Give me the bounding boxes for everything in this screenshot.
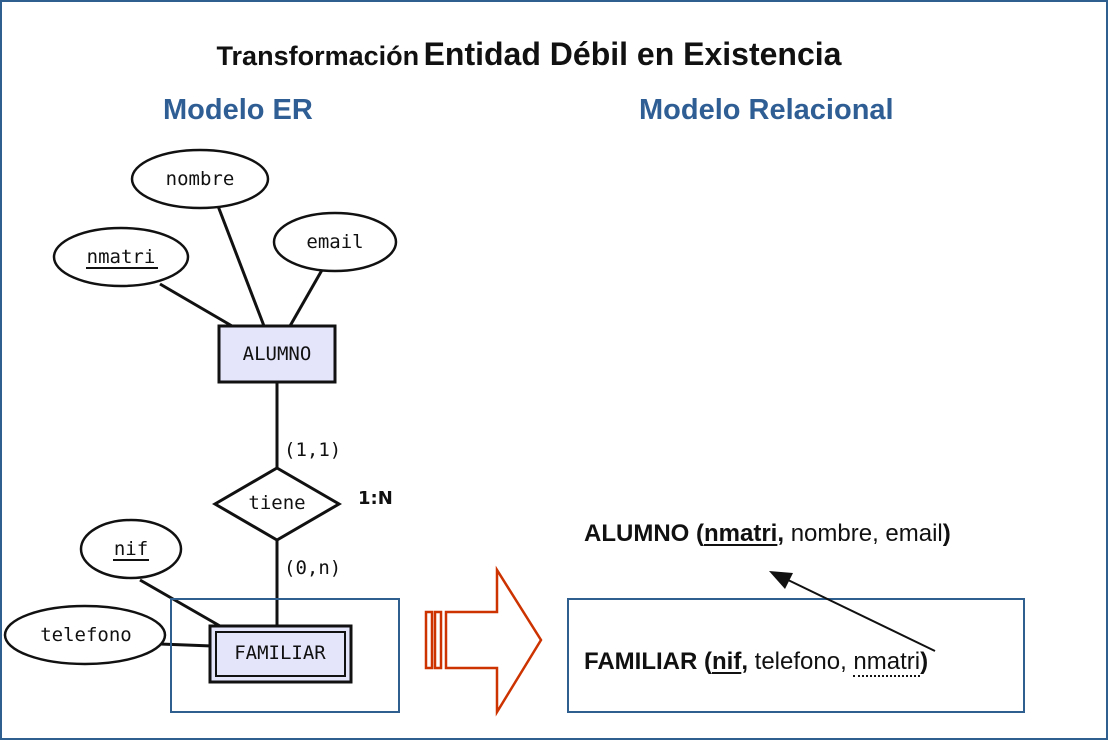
relation-alumno-pk: nmatri xyxy=(704,520,778,547)
title-part2: Entidad Débil en Existencia xyxy=(423,36,842,72)
line-telefono-familiar xyxy=(159,642,213,648)
entity-familiar xyxy=(208,624,353,684)
attr-nombre-label: nombre xyxy=(166,168,235,190)
attr-nif xyxy=(79,518,183,580)
attr-email-label: email xyxy=(306,231,363,253)
relation-familiar-close: ) xyxy=(920,648,929,675)
relationship-tiene xyxy=(212,466,342,542)
relation-familiar: FAMILIAR (nif, telefono, nmatri) xyxy=(584,648,929,677)
cardinality-top: (1,1) xyxy=(284,439,341,461)
attr-telefono xyxy=(3,604,167,666)
line-nmatri-alumno xyxy=(159,282,233,328)
relation-familiar-open: ( xyxy=(704,648,712,675)
cardinality-bottom: (0,n) xyxy=(284,557,341,579)
page-title: Transformación Entidad Débil en Existenc… xyxy=(0,36,1058,73)
fk-reference-line xyxy=(785,578,936,652)
familiar-highlight-box xyxy=(170,598,400,713)
familiar-relation-box xyxy=(567,598,1025,713)
fk-arrowhead-icon xyxy=(769,571,793,589)
entity-familiar-inner xyxy=(215,631,346,677)
relation-familiar-comma: , xyxy=(741,648,748,675)
transform-arrow-icon xyxy=(424,565,543,717)
entity-alumno-label: ALUMNO xyxy=(243,343,312,365)
entity-alumno xyxy=(217,324,337,384)
attr-nmatri-label: nmatri xyxy=(87,246,156,268)
line-email-alumno xyxy=(288,269,324,327)
relation-familiar-pk: nif xyxy=(712,648,742,675)
attr-nif-label: nif xyxy=(114,538,148,560)
relation-familiar-attrs: telefono, xyxy=(748,648,854,675)
relation-alumno-name: ALUMNO xyxy=(584,520,690,547)
line-nif-familiar xyxy=(139,578,221,628)
relation-familiar-name: FAMILIAR xyxy=(584,648,698,675)
relation-alumno-attrs: nombre, email xyxy=(784,520,943,547)
relationship-tiene-label: tiene xyxy=(248,492,305,514)
title-part1: Transformación xyxy=(216,41,420,71)
attr-email xyxy=(272,211,398,273)
relationship-type: 1:N xyxy=(358,488,393,509)
attr-nmatri xyxy=(52,226,190,288)
relation-alumno-open: ( xyxy=(696,520,704,547)
relation-alumno: ALUMNO (nmatri, nombre, email) xyxy=(584,520,951,548)
line-nombre-alumno xyxy=(216,205,266,327)
attr-nombre xyxy=(130,148,270,210)
entity-familiar-label: FAMILIAR xyxy=(234,642,326,664)
relation-familiar-fk: nmatri xyxy=(853,648,921,677)
section-relational-label: Modelo Relacional xyxy=(639,94,894,126)
attr-telefono-label: telefono xyxy=(40,624,132,646)
section-er-label: Modelo ER xyxy=(163,94,313,126)
relation-alumno-comma: , xyxy=(777,520,785,547)
relation-alumno-close: ) xyxy=(942,520,951,547)
